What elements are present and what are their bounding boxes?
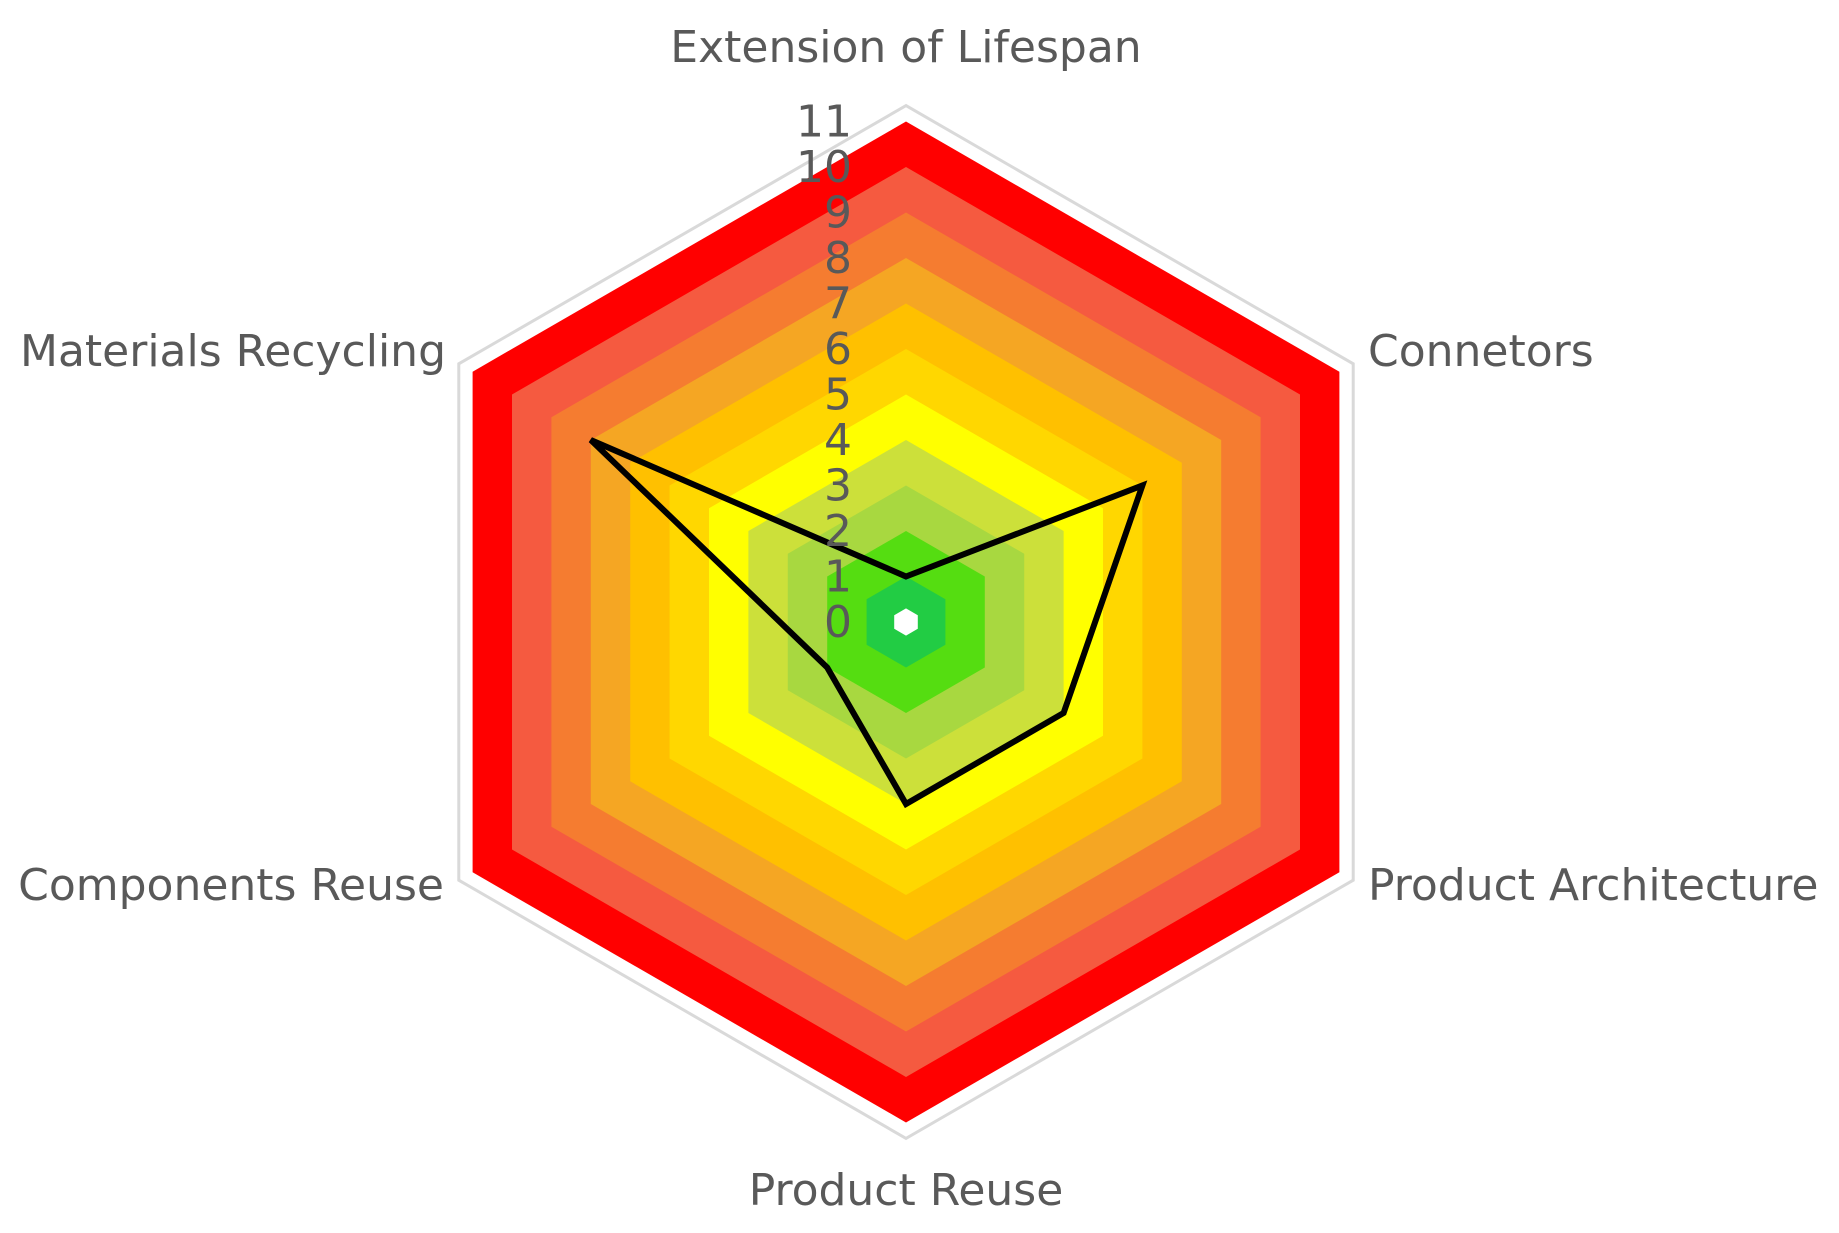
tick-label-11: 11 — [796, 97, 852, 148]
axis-label-5: Materials Recycling — [20, 326, 446, 377]
tick-label-4: 4 — [824, 415, 852, 466]
tick-label-5: 5 — [824, 370, 852, 421]
axis-label-1: Connetors — [1368, 326, 1594, 377]
series-line-0 — [588, 437, 1148, 809]
color-bands — [472, 121, 1340, 1123]
outer-hexagon-outline — [457, 103, 1355, 1141]
tick-label-6: 6 — [824, 324, 852, 375]
outer-outline — [457, 103, 1355, 1141]
axis-label-0: Extension of Lifespan — [670, 22, 1141, 73]
tick-label-10: 10 — [796, 142, 852, 193]
tick-label-2: 2 — [824, 506, 852, 557]
tick-label-9: 9 — [824, 188, 852, 239]
axis-label-2: Product Architecture — [1368, 860, 1818, 911]
data-series — [588, 437, 1148, 809]
tick-label-8: 8 — [824, 233, 852, 284]
tick-label-0: 0 — [824, 597, 852, 648]
tick-label-3: 3 — [824, 461, 852, 512]
tick-label-1: 1 — [824, 552, 852, 603]
tick-label-7: 7 — [824, 279, 852, 330]
axis-label-3: Product Reuse — [749, 1165, 1064, 1216]
center-marker — [894, 608, 918, 636]
axis-label-4: Components Reuse — [18, 860, 444, 911]
